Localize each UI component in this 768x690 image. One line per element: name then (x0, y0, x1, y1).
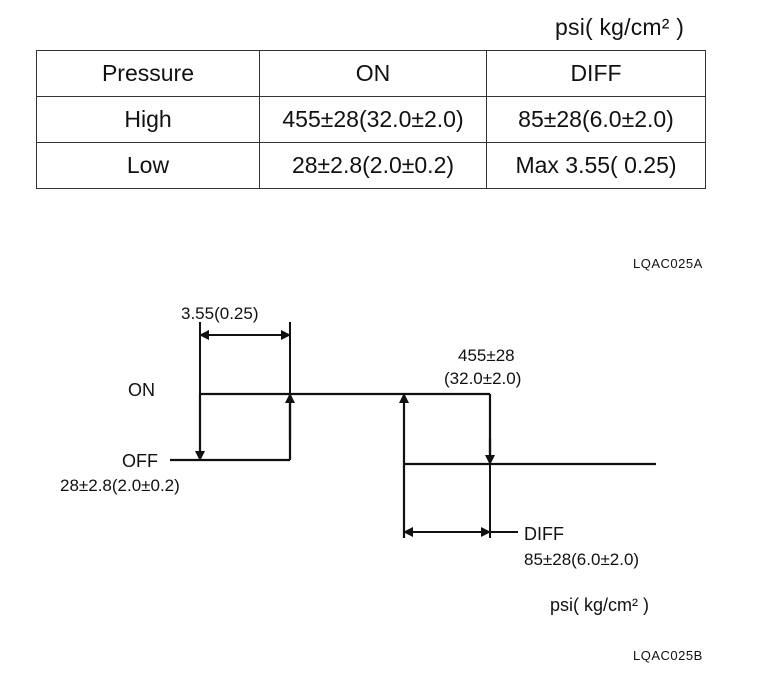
on-label: ON (128, 380, 155, 400)
cell-low-diff: Max 3.55( 0.25) (486, 142, 706, 189)
figure-code-a: LQAC025A (633, 256, 703, 271)
high-on-label-1: 455±28 (458, 346, 515, 365)
low-diff-dimension (199, 322, 291, 394)
cell-low-on: 28±2.8(2.0±0.2) (259, 142, 487, 189)
low-diff-label: 3.55(0.25) (181, 304, 259, 323)
table-row-low: Low 28±2.8(2.0±0.2) Max 3.55( 0.25) (36, 142, 706, 189)
off-label: OFF (122, 451, 158, 471)
cell-high-label: High (36, 96, 260, 143)
diff-label: DIFF (524, 524, 564, 544)
table-row-high: High 455±28(32.0±2.0) 85±28(6.0±2.0) (36, 96, 706, 143)
direction-arrows (195, 393, 495, 538)
high-diff-dimension (403, 464, 518, 538)
cell-high-diff: 85±28(6.0±2.0) (486, 96, 706, 143)
cell-low-label: Low (36, 142, 260, 189)
pressure-spec-table: Pressure ON DIFF High 455±28(32.0±2.0) 8… (36, 50, 706, 189)
high-on-label-2: (32.0±2.0) (444, 369, 521, 388)
figure-code-b: LQAC025B (633, 648, 703, 663)
header-diff: DIFF (486, 50, 706, 97)
off-value-label: 28±2.8(2.0±0.2) (60, 476, 180, 495)
diagram-unit-label: psi( kg/cm² ) (550, 595, 649, 615)
switch-curve (170, 392, 656, 466)
table-unit-label: psi( kg/cm² ) (555, 14, 685, 40)
header-pressure: Pressure (36, 50, 260, 97)
cell-high-on: 455±28(32.0±2.0) (259, 96, 487, 143)
diff-value-label: 85±28(6.0±2.0) (524, 550, 639, 569)
